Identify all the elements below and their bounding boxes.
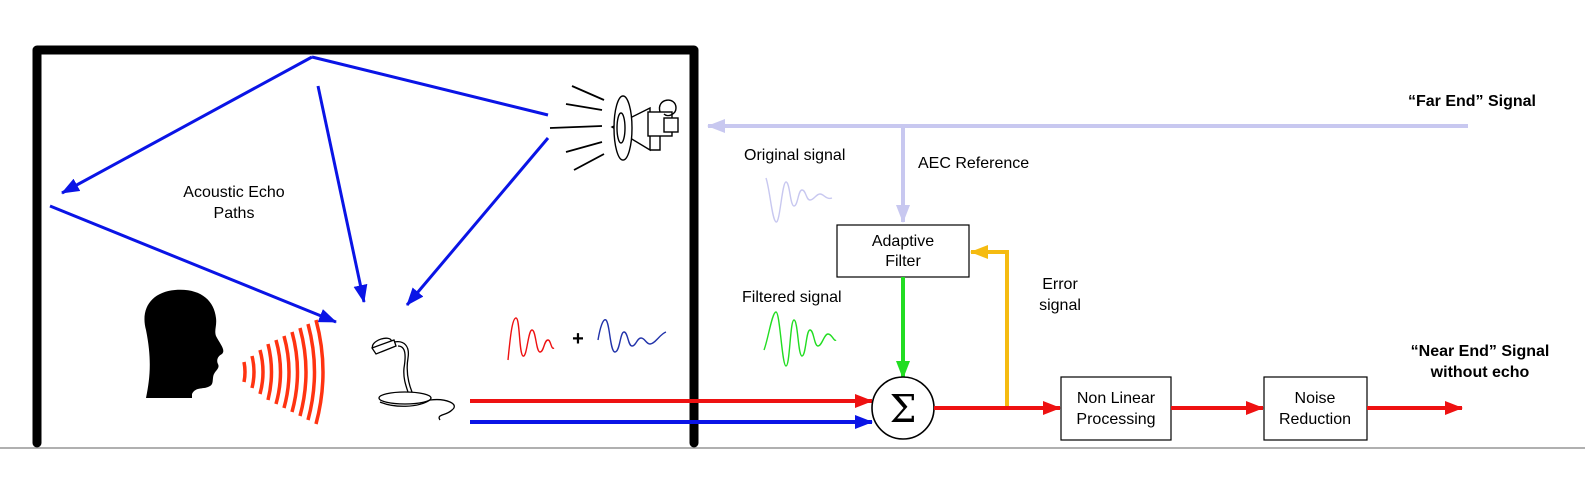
noise-reduction-label-line1: Noise	[1295, 390, 1336, 407]
plus-sign: +	[572, 328, 584, 350]
filtered-waveform-icon	[763, 311, 837, 367]
echo-paths-label-line2: Paths	[214, 205, 255, 222]
far-end-label: “Far End” Signal	[1408, 93, 1536, 110]
echo-paths-label-line1: Acoustic Echo	[183, 184, 284, 201]
adaptive-filter-label-line2: Filter	[885, 253, 921, 270]
error-signal-label-line1: Error	[1042, 276, 1078, 293]
noise-reduction-label-line2: Reduction	[1279, 411, 1351, 428]
nlp-block	[1060, 376, 1172, 441]
near-end-label-line2: without echo	[1430, 364, 1530, 381]
error-signal-line	[970, 245, 1009, 408]
noise-reduction-block	[1263, 376, 1368, 441]
adaptive-filter-block	[836, 224, 970, 278]
original-waveform-icon	[765, 177, 833, 223]
summation-symbol: Σ	[890, 387, 917, 431]
near-end-label-line1: “Near End” Signal	[1411, 343, 1550, 360]
microphone-icon	[371, 337, 455, 421]
speech-waves-icon	[242, 319, 325, 425]
nlp-label-line2: Processing	[1076, 411, 1155, 428]
adaptive-filter-label-line1: Adaptive	[872, 233, 934, 250]
aec-reference-label: AEC Reference	[918, 155, 1029, 172]
head-silhouette-icon	[144, 289, 224, 398]
nlp-label-line1: Non Linear	[1077, 390, 1156, 407]
filtered-signal-label: Filtered signal	[742, 289, 842, 306]
echo-paths	[49, 55, 550, 324]
loudspeaker-icon	[549, 85, 679, 171]
error-signal-label-line2: signal	[1039, 297, 1081, 314]
original-signal-label: Original signal	[744, 147, 845, 164]
room-walls	[32, 45, 699, 448]
echo-waveform-icon	[507, 317, 667, 361]
